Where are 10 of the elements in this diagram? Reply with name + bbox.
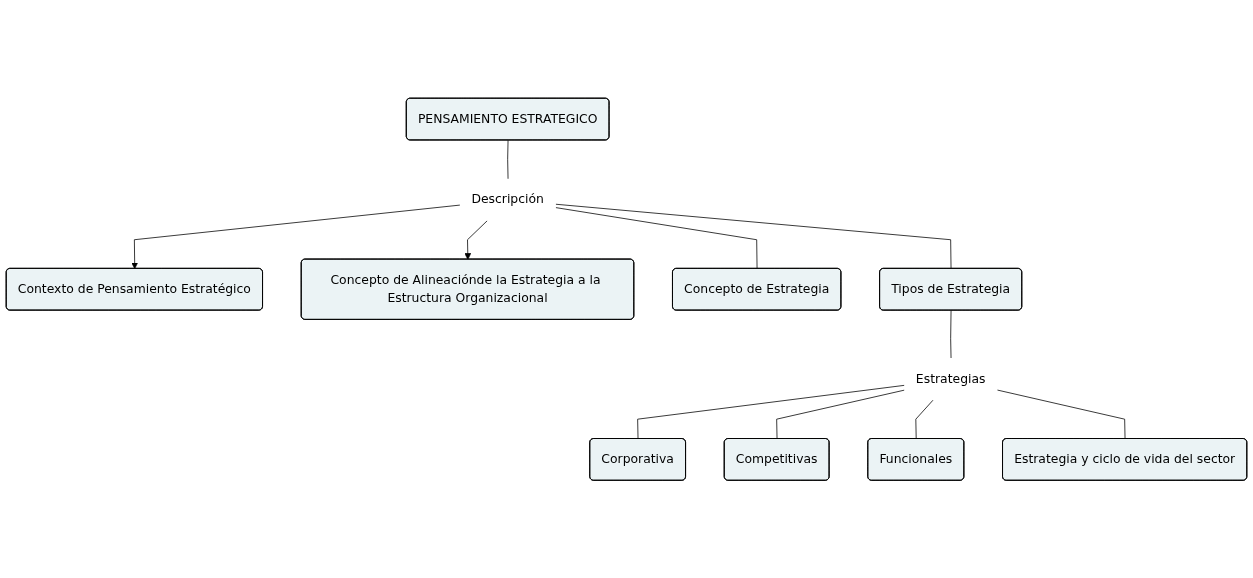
connector (915, 399, 934, 440)
connector (950, 309, 952, 359)
connector (555, 203, 952, 269)
node-text: Estrategias (915, 370, 986, 386)
connector (776, 389, 906, 440)
connector (637, 384, 906, 440)
connector (507, 139, 509, 180)
connector (555, 207, 758, 269)
node-text: Descripción (471, 191, 544, 207)
connector (997, 389, 1126, 440)
